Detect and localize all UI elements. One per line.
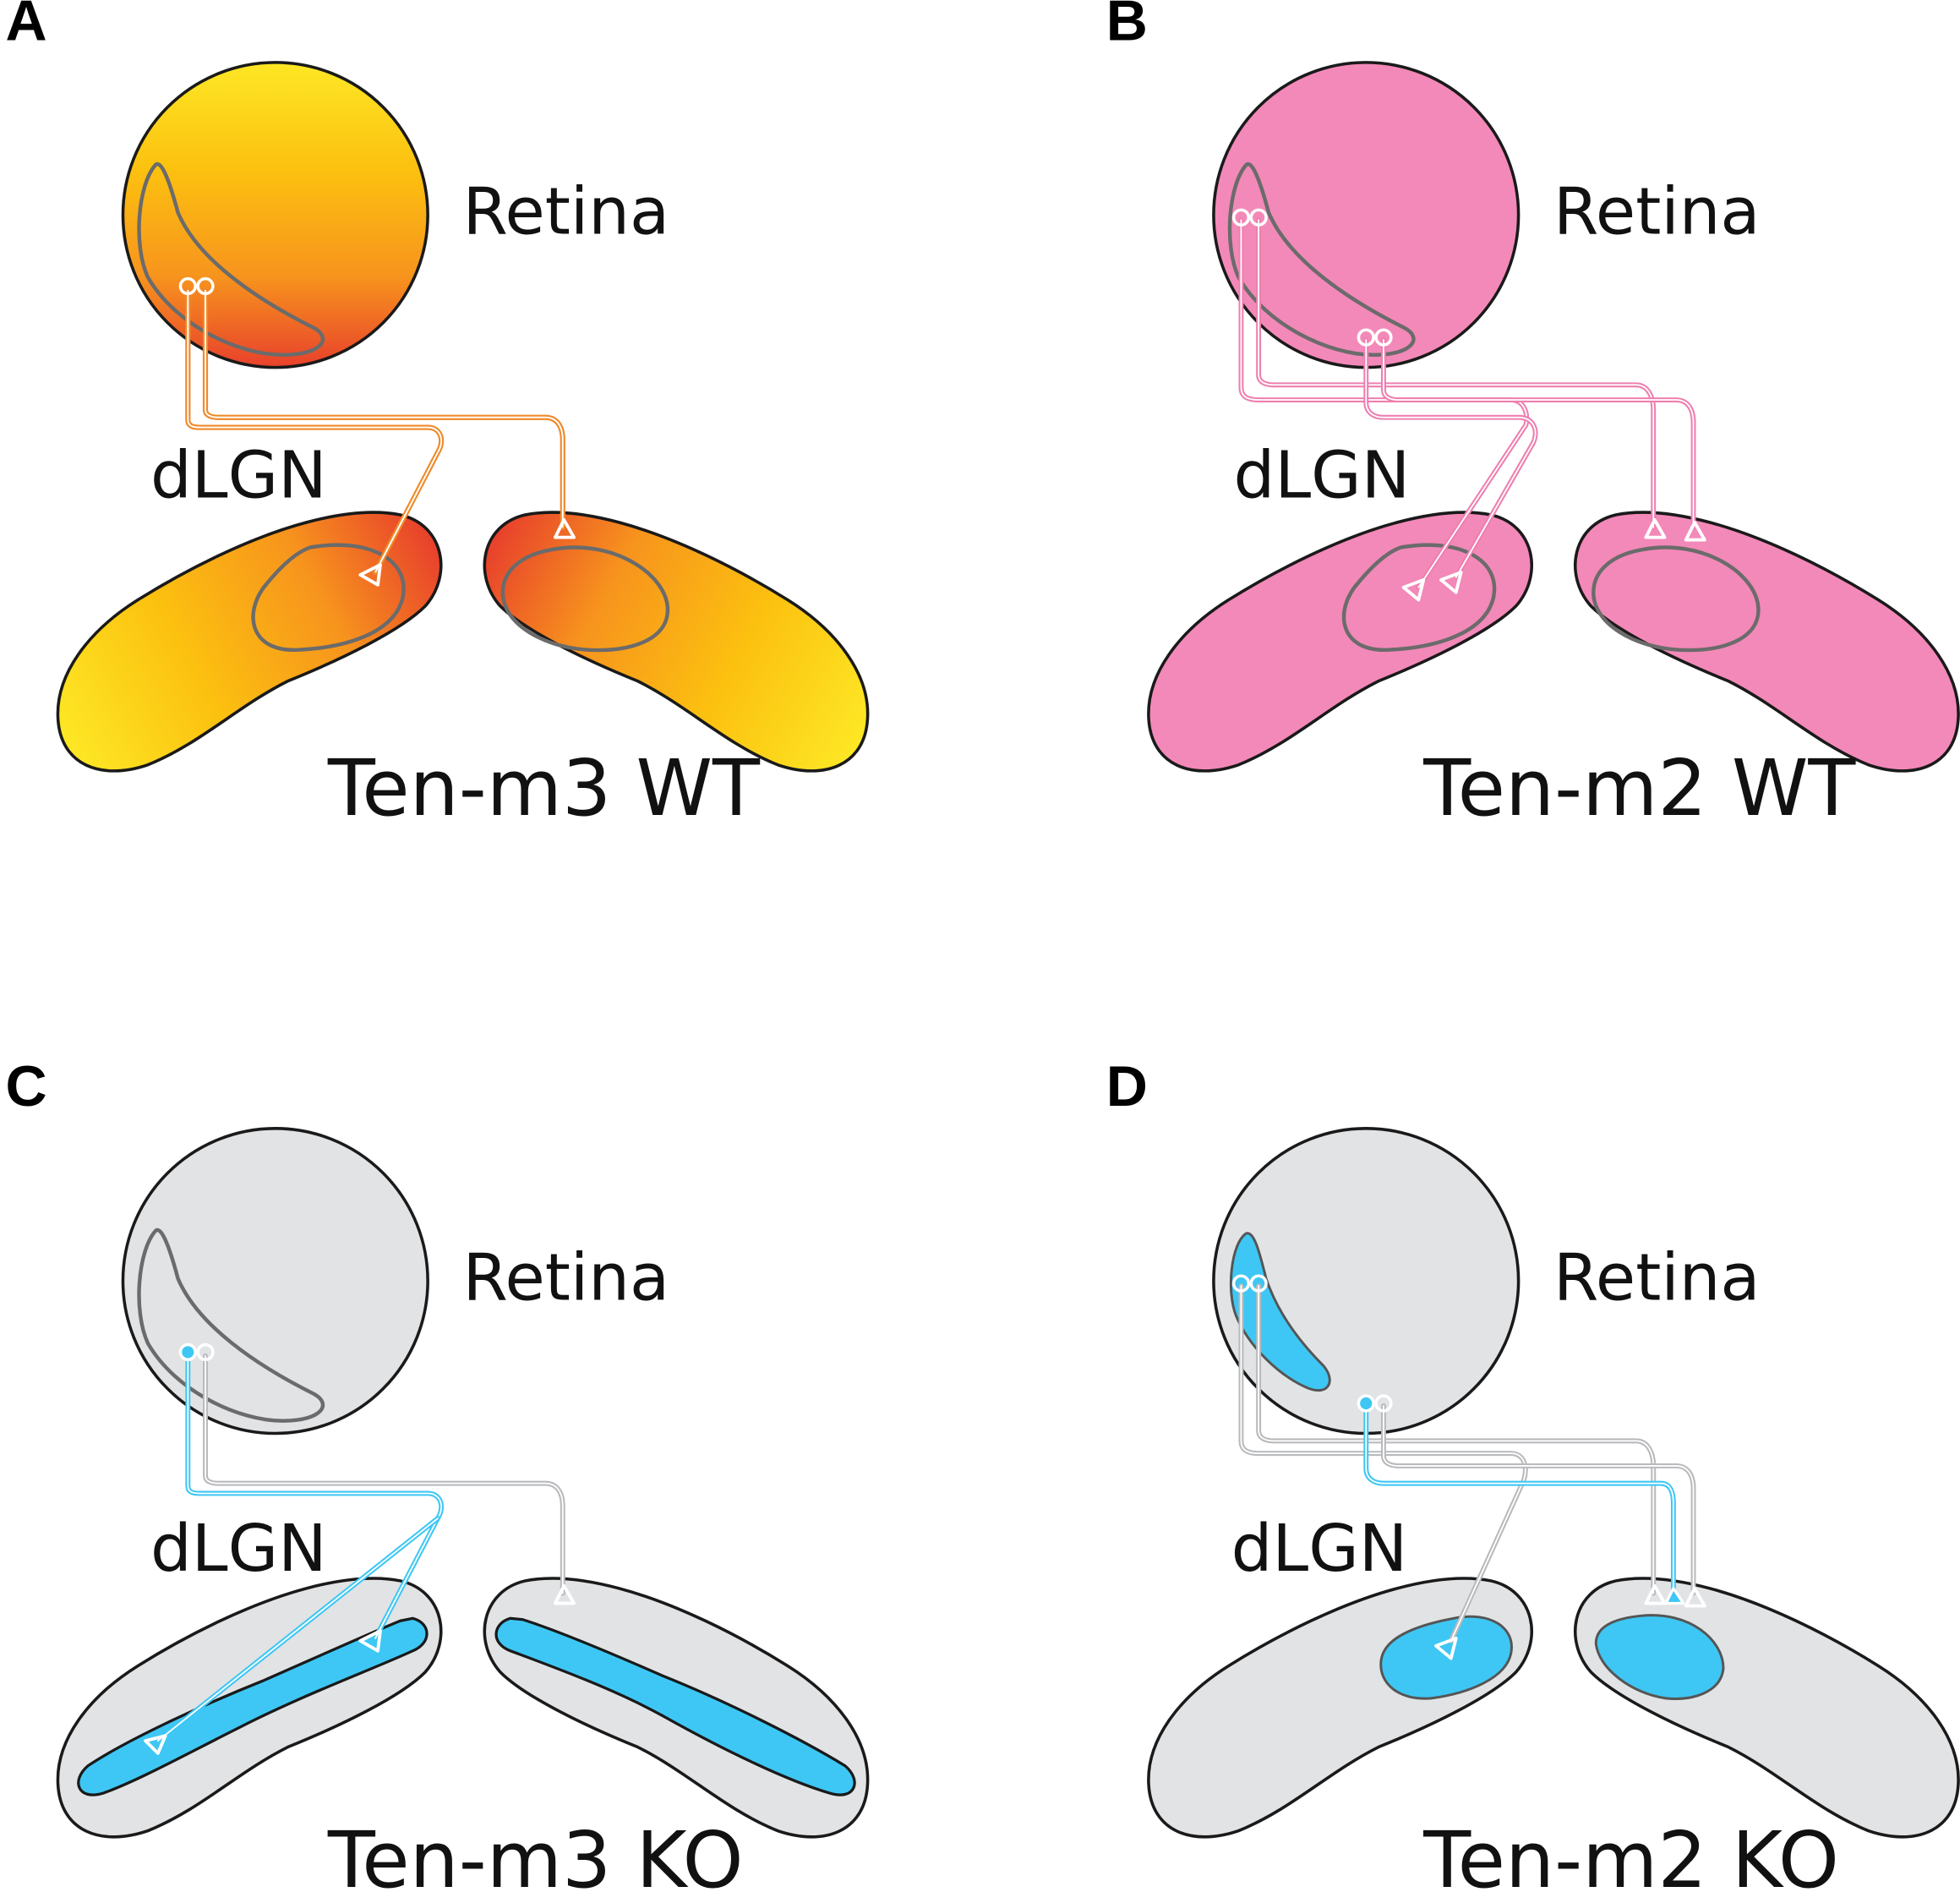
terminal-a-2 <box>553 518 576 539</box>
retina-label-a: Retina <box>463 174 670 249</box>
axon-b-3-core <box>1365 339 1537 578</box>
retina-zone-c <box>137 1228 325 1423</box>
axon-d-3 <box>1363 1403 1676 1596</box>
caption-b: Ten-m2 WT <box>1422 743 1856 834</box>
terminal-a-1 <box>358 563 382 587</box>
dlgn-right-zone-a <box>500 545 670 653</box>
panel-letter-b: B <box>1106 0 1148 52</box>
caption-d: Ten-m2 KO <box>1422 1815 1839 1892</box>
panel-b: B Retina dLGN Ten-m2 WT <box>1106 0 1960 834</box>
dlgn-right-zone-b <box>1591 545 1761 653</box>
soma-b-4 <box>1374 328 1393 347</box>
terminal-c-1b <box>144 1734 167 1755</box>
dlgn-left-band-c <box>77 1616 429 1796</box>
axons-a <box>185 287 565 576</box>
dlgn-right-zone-d <box>1594 1614 1725 1700</box>
axons-b <box>1238 217 1696 590</box>
dlgn-label-d: dLGN <box>1231 1512 1408 1587</box>
dlgn-right-band-c <box>494 1616 856 1796</box>
axons-d <box>1238 1283 1696 1643</box>
soma-d-3 <box>1357 1394 1375 1413</box>
retina-zone-d <box>1229 1232 1331 1392</box>
retina-c <box>121 1127 429 1435</box>
axon-d-3-core <box>1365 1405 1674 1594</box>
soma-c-2 <box>196 1342 215 1362</box>
dlgn-left-a <box>56 511 443 773</box>
axon-c-1-core <box>187 1354 442 1639</box>
caption-a: Ten-m3 WT <box>327 743 761 834</box>
terminal-b-1 <box>1401 577 1426 602</box>
axon-b-4 <box>1381 337 1696 530</box>
panel-letter-d: D <box>1106 1054 1148 1118</box>
terminal-b-2 <box>1439 571 1463 594</box>
dlgn-left-zone-b <box>1341 543 1497 652</box>
soma-a-2 <box>196 276 215 296</box>
terminal-d-2 <box>1644 1583 1667 1605</box>
retina-a <box>121 61 429 369</box>
panel-d: D Retina dLGN Ten-m2 KO <box>1106 1054 1960 1892</box>
panel-letter-a: A <box>6 0 47 52</box>
soma-d-2 <box>1249 1274 1268 1293</box>
terminal-b-3 <box>1644 518 1667 539</box>
terminal-d-1 <box>1434 1637 1458 1660</box>
axon-d-4 <box>1381 1403 1696 1596</box>
panel-a: A Retina dLGN Ten-m3 WT <box>6 0 870 834</box>
axon-d-2-core <box>1258 1285 1655 1594</box>
axons-c <box>155 1353 565 1744</box>
dlgn-left-zone-a <box>251 543 406 652</box>
terminal-b-4 <box>1684 520 1706 542</box>
axon-a-1-core <box>187 289 442 573</box>
soma-b-1 <box>1231 208 1251 227</box>
soma-d-1 <box>1231 1274 1251 1293</box>
terminal-c-2 <box>553 1583 576 1605</box>
terminal-d-3 <box>1664 1587 1685 1605</box>
dlgn-label-c: dLGN <box>150 1512 327 1587</box>
panel-c: C Retina dLGN Ten-m3 KO <box>6 1054 870 1892</box>
axon-a-2-core <box>205 289 564 528</box>
retina-zone-b <box>1227 161 1416 358</box>
axon-d-4-core <box>1383 1405 1695 1594</box>
panel-letter-c: C <box>6 1054 47 1118</box>
dlgn-label-a: dLGN <box>150 438 327 513</box>
terminal-d-4 <box>1684 1586 1706 1608</box>
soma-b-3 <box>1357 328 1375 347</box>
soma-b-2 <box>1249 208 1268 227</box>
retina-label-b: Retina <box>1553 174 1761 249</box>
axon-b-4-core <box>1383 339 1695 528</box>
soma-a-1 <box>178 276 197 296</box>
dlgn-left-zone-d <box>1379 1615 1513 1700</box>
caption-c: Ten-m3 KO <box>327 1815 744 1892</box>
retina-label-c: Retina <box>463 1240 670 1315</box>
retina-label-d: Retina <box>1553 1240 1761 1315</box>
axon-c-2-core <box>205 1354 564 1594</box>
retina-zone-a <box>137 161 325 358</box>
soma-c-1 <box>178 1342 197 1362</box>
dlgn-left-b <box>1147 511 1534 773</box>
dlgn-label-b: dLGN <box>1234 438 1411 513</box>
axon-c-1-branch-core <box>156 1517 439 1742</box>
soma-d-4 <box>1374 1394 1393 1413</box>
terminal-c-1 <box>358 1629 382 1653</box>
